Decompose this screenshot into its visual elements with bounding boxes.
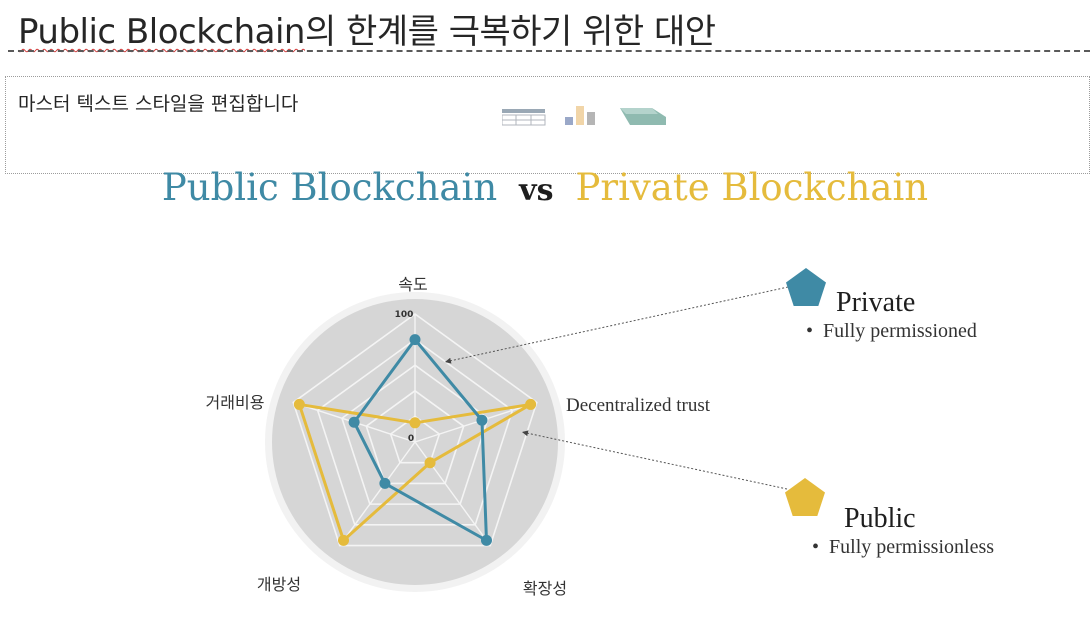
- heading-public: Public Blockchain: [161, 166, 498, 209]
- smartart-icon[interactable]: [618, 105, 668, 127]
- radar-data-point: [409, 417, 421, 429]
- legend-private-bullet-text: Fully permissioned: [823, 320, 977, 342]
- callout-arrow-private: [444, 286, 789, 364]
- radar-grid-ring: [316, 338, 514, 526]
- radar-axis-label: 확장성: [523, 579, 567, 598]
- pentagon-icon-private: [786, 268, 826, 306]
- placeholder-text[interactable]: 마스터 텍스트 스타일을 편집합니다: [18, 93, 299, 115]
- radar-axis-label: Decentralized trust: [566, 395, 711, 416]
- radar-tick-min: 0: [408, 434, 414, 444]
- radar-axis-label: 거래비용: [206, 393, 265, 412]
- slide-title-rest: 의 한계를 극복하기 위한 대안: [304, 12, 716, 52]
- legend-public-bullet: • Fully permissionless: [812, 536, 995, 558]
- radar-axis-label: 개방성: [257, 575, 301, 594]
- legend-public-bullet-text: Fully permissionless: [829, 536, 995, 558]
- slide-title: Public Blockchain의 한계를 극복하기 위한 대안: [18, 4, 716, 53]
- legend-public-title: Public: [844, 503, 916, 534]
- legend-private-bullet: • Fully permissioned: [806, 320, 977, 342]
- heading-private: Private Blockchain: [575, 166, 929, 209]
- radar-data-point: [525, 398, 537, 410]
- chart-icon[interactable]: [563, 103, 605, 127]
- content-placeholder[interactable]: 마스터 텍스트 스타일을 편집합니다: [5, 76, 1090, 174]
- radar-series-line: [297, 402, 533, 542]
- table-icon[interactable]: [502, 107, 546, 127]
- radar-data-point: [293, 398, 305, 410]
- comparison-heading: Public Blockchain vs Private Blockchain: [0, 166, 1090, 209]
- radar-axis-label: 속도: [398, 275, 427, 294]
- legend-private-title: Private: [836, 287, 916, 318]
- radar-grid-ring: [292, 313, 538, 547]
- radar-data-point: [424, 457, 436, 469]
- radar-spoke: [339, 441, 416, 546]
- radar-tick-max: 100: [395, 310, 414, 320]
- radar-spoke: [414, 401, 537, 443]
- radar-series-line: [352, 338, 488, 542]
- radar-data-point: [476, 414, 488, 426]
- pentagon-icon-public: [785, 478, 825, 516]
- radar-data-point: [409, 334, 421, 346]
- title-divider: [8, 50, 1090, 52]
- radar-data-point: [379, 477, 391, 489]
- callout-arrow-public: [521, 430, 788, 490]
- heading-vs: vs: [519, 173, 554, 208]
- slide-title-main: Public Blockchain: [18, 12, 305, 52]
- radar-grid-ring: [365, 389, 465, 485]
- radar-grid-ring: [341, 364, 489, 505]
- radar-grid-ring: [389, 415, 441, 464]
- radar-data-point: [480, 534, 492, 546]
- radar-data-point: [338, 534, 350, 546]
- radar-data-point: [348, 416, 360, 428]
